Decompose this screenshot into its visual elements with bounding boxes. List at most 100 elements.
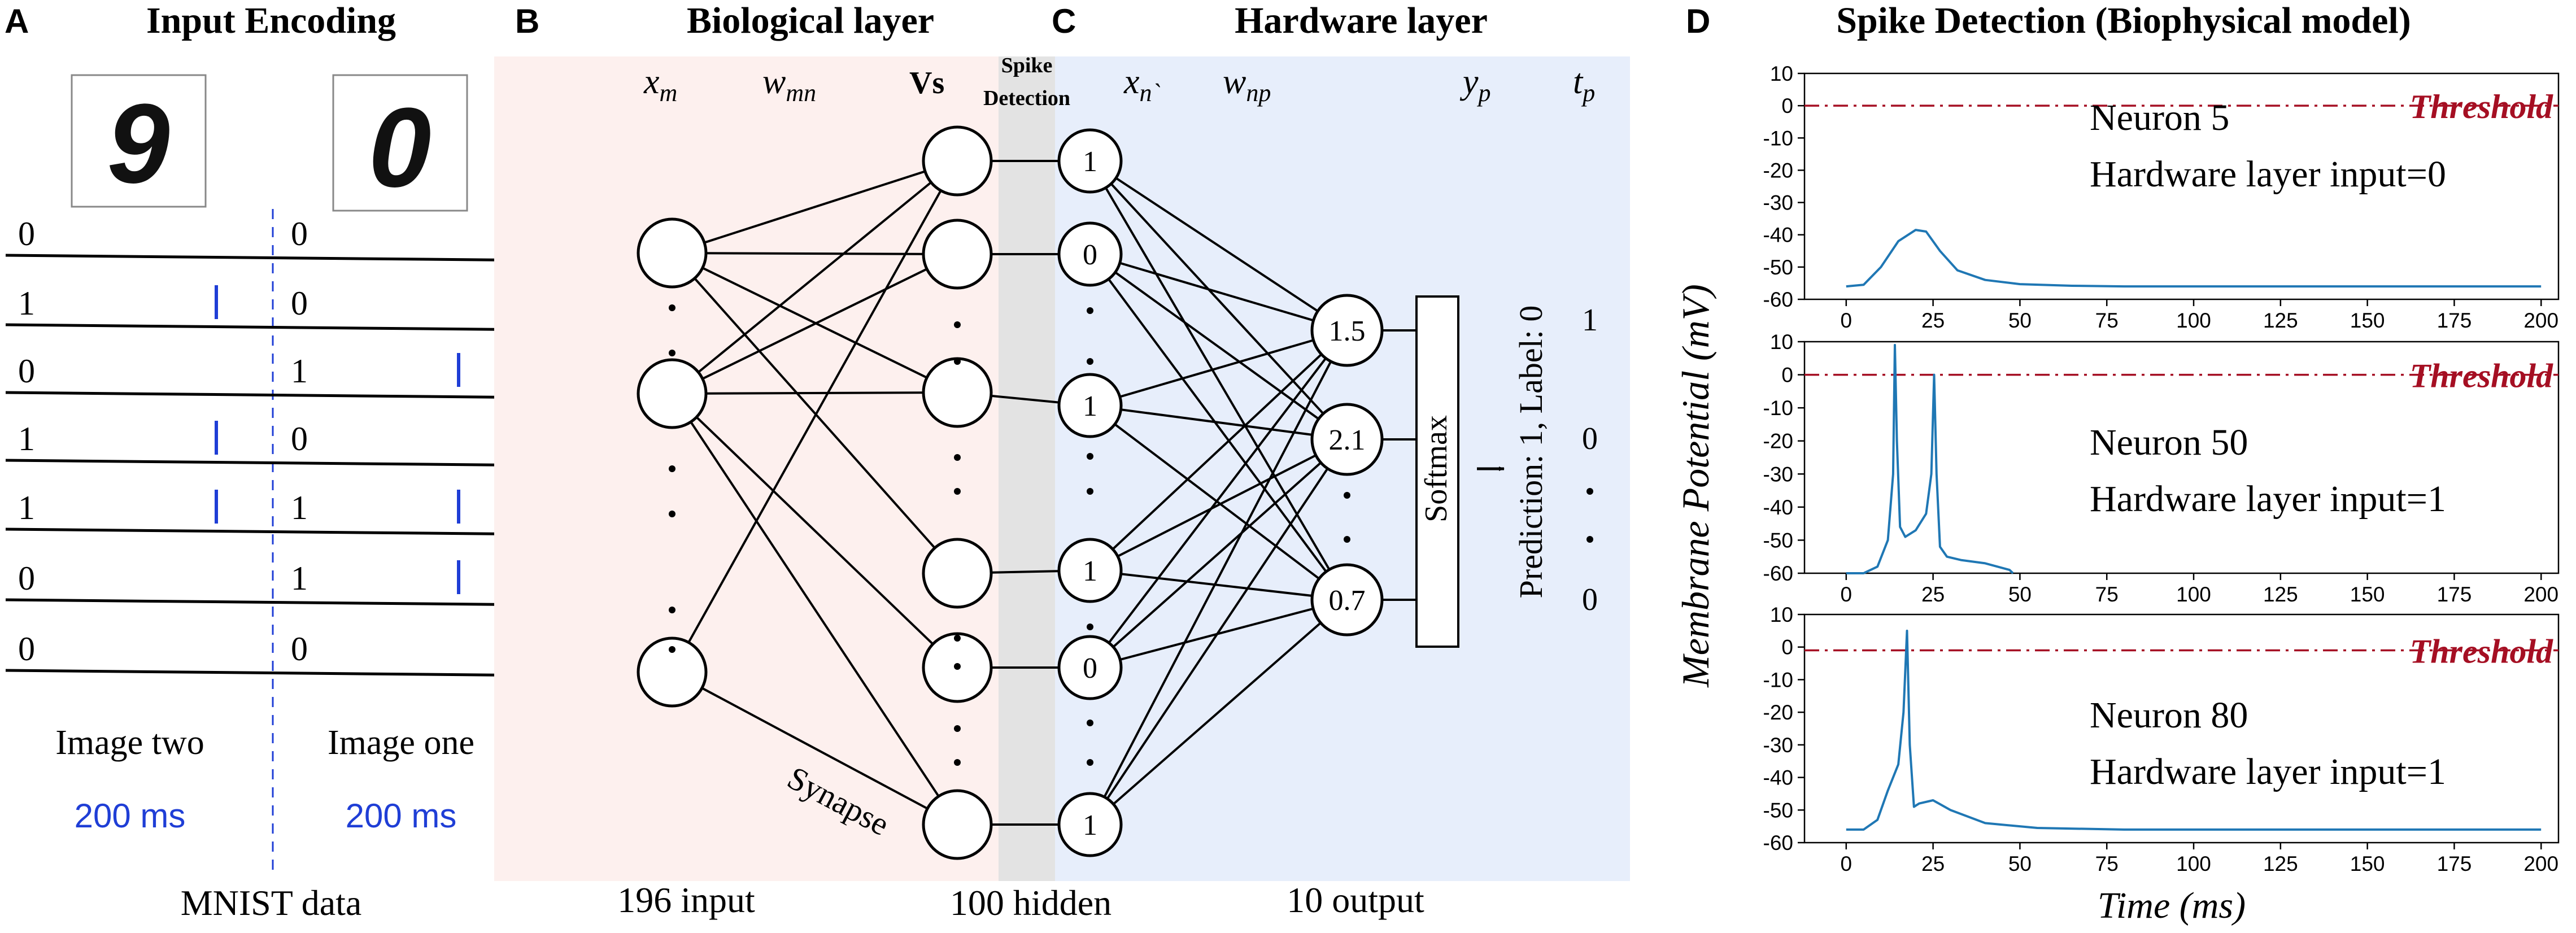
- spike-detection-background: [999, 56, 1055, 881]
- var-wnp: wnp: [1223, 63, 1271, 107]
- x-tick-label: 25: [1921, 852, 1945, 875]
- output-neuron: [1310, 403, 1384, 476]
- digit-nine-frame: [71, 74, 207, 208]
- y-tick-label: 10: [1770, 330, 1793, 354]
- input-neuron: [637, 217, 708, 289]
- neuron-input-text: Hardware layer input=0: [2090, 154, 2446, 195]
- y-tick-label: -20: [1763, 430, 1793, 453]
- softmax-label: Softmax: [1419, 415, 1454, 522]
- output-value: 0.7: [1329, 585, 1366, 617]
- ellipsis-dot: [1344, 492, 1350, 499]
- hardware-weight-line: [1089, 253, 1348, 601]
- hardware-weight-line: [1089, 438, 1348, 669]
- hardware-weight-line: [1089, 569, 1348, 601]
- x-tick-label: 25: [1921, 309, 1945, 332]
- ellipsis-dot: [954, 635, 961, 642]
- hardware-weight-line: [1089, 438, 1348, 826]
- panel-c: C Hardware layer: [1052, 0, 1488, 41]
- y-tick-label: -60: [1763, 562, 1793, 585]
- membrane-trace: [1846, 229, 2542, 288]
- panel-d-title: Spike Detection (Biophysical model): [1836, 0, 2411, 41]
- panel-c-letter: C: [1052, 2, 1076, 40]
- output-neuron: [1310, 563, 1384, 636]
- panel-b: B Biological layer: [515, 0, 934, 41]
- x-tick-label: 175: [2437, 309, 2472, 332]
- input-neuron: [637, 358, 708, 429]
- synapse-line: [672, 252, 958, 255]
- hidden-neuron: [922, 538, 993, 609]
- y-axis-label: Membrane Potential (mV): [1674, 284, 1717, 688]
- encoding-bit-left: 0: [18, 215, 35, 252]
- digit-zero-frame: [332, 74, 468, 212]
- synapse-line: [672, 391, 958, 395]
- threshold-label: Threshold: [2410, 357, 2553, 395]
- x-tick-label: 150: [2350, 852, 2385, 875]
- hardware-weight-line: [1089, 160, 1348, 601]
- dataset-label: MNIST data: [181, 883, 362, 923]
- input-neuron: [637, 636, 708, 708]
- x-tick-label: 125: [2263, 583, 2298, 606]
- duration-image-one: 200 ms: [346, 797, 457, 835]
- target-values: 100: [1582, 303, 1598, 617]
- digit-nine-glyph: 9: [107, 81, 169, 207]
- encoding-bit-right: 0: [291, 215, 308, 252]
- hardware-weight-line: [1089, 329, 1348, 669]
- ellipsis-dot: [669, 511, 675, 517]
- output-neuron: [1310, 294, 1384, 367]
- ellipsis-dot: [954, 488, 961, 495]
- y-tick-label: -50: [1763, 529, 1793, 552]
- digit-image-nine: 9: [71, 74, 207, 208]
- y-tick-label: -20: [1763, 159, 1793, 182]
- ellipsis-dot: [1087, 720, 1093, 726]
- y-tick-label: -30: [1763, 734, 1793, 757]
- bio-layer-background: [494, 56, 999, 881]
- panel-b-letter: B: [515, 2, 539, 40]
- y-tick-label: 10: [1770, 62, 1793, 85]
- encoding-bit-right: 0: [291, 630, 308, 668]
- y-tick-label: -50: [1763, 256, 1793, 279]
- var-tp: tp: [1573, 63, 1595, 107]
- hardware-weight-line: [1089, 253, 1348, 332]
- spike-value: 0: [1083, 652, 1097, 685]
- plot-frame: [1803, 613, 2560, 844]
- ellipsis-dot: [954, 759, 961, 766]
- spike-node: [1057, 128, 1123, 194]
- x-tick-label: 150: [2350, 583, 2385, 606]
- hardware-weight-line: [1089, 160, 1348, 332]
- x-tick-label: 75: [2095, 852, 2119, 875]
- x-tick-label: 200: [2523, 309, 2558, 332]
- hardware-weight-line: [1089, 438, 1348, 572]
- x-tick-label: 75: [2095, 309, 2119, 332]
- y-tick-label: -40: [1763, 224, 1793, 247]
- encoding-bit-right: 1: [291, 352, 308, 390]
- hardware-weight-line: [1089, 329, 1348, 572]
- hardware-weight-line: [1089, 404, 1348, 441]
- panel-d: D Spike Detection (Biophysical model) Me…: [1674, 0, 2560, 926]
- spike-detection-label-line2: Detection: [983, 86, 1070, 110]
- encoding-bit-left: 1: [18, 420, 35, 457]
- panel-a-title: Input Encoding: [146, 0, 396, 41]
- y-tick-label: -60: [1763, 288, 1793, 311]
- x-tick-label: 75: [2095, 583, 2119, 606]
- y-tick-label: -40: [1763, 766, 1793, 790]
- x-tick-label: 150: [2350, 309, 2385, 332]
- ellipsis-dot: [669, 465, 675, 472]
- x-tick-label: 0: [1841, 309, 1853, 332]
- target-value: 1: [1582, 303, 1598, 338]
- synapse-line: [672, 671, 958, 826]
- x-tick-label: 200: [2523, 583, 2558, 606]
- ellipsis-dot: [954, 321, 961, 328]
- neuron-input-text: Hardware layer input=1: [2090, 751, 2446, 792]
- hidden-count-label: 100 hidden: [950, 883, 1112, 923]
- hidden-neuron: [922, 125, 993, 197]
- y-tick-label: 0: [1781, 364, 1793, 387]
- hardware-weight-line: [1089, 329, 1348, 407]
- ellipsis-dot: [954, 358, 961, 365]
- panel-d-letter: D: [1686, 2, 1710, 40]
- target-value: 0: [1582, 421, 1598, 456]
- hidden-neuron: [922, 789, 993, 860]
